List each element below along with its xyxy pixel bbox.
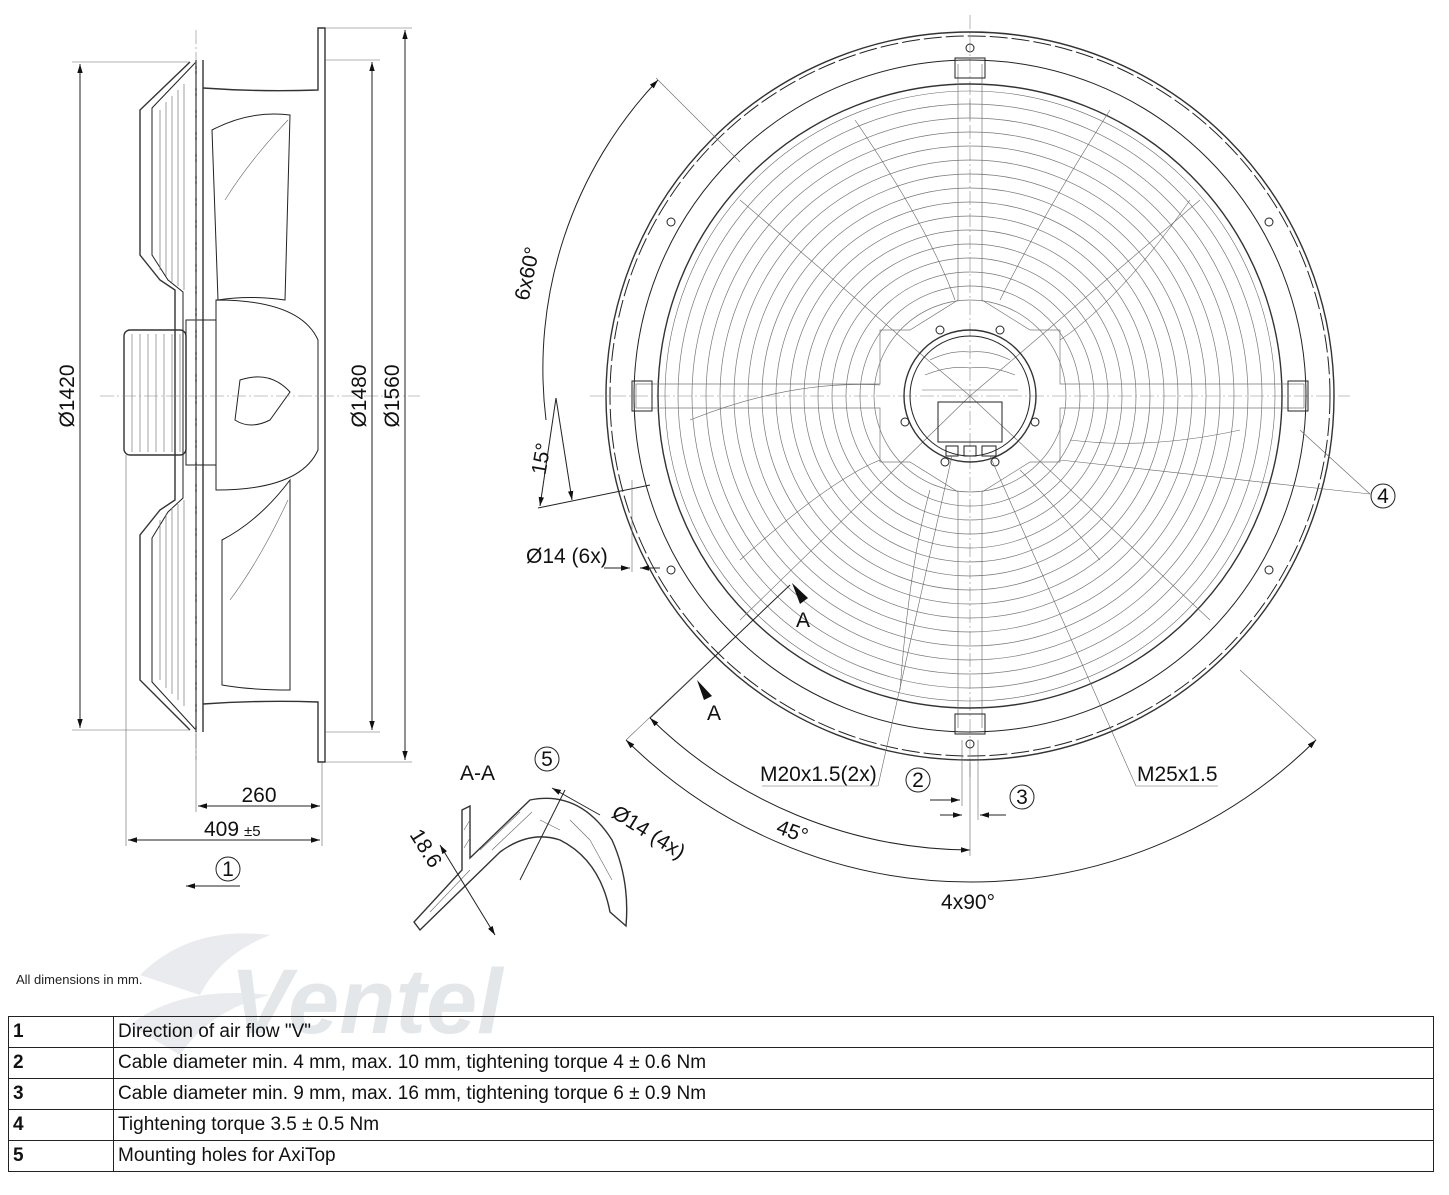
legend-row: 1 Direction of air flow "V" xyxy=(8,1016,1434,1048)
motor-hub xyxy=(903,329,1037,463)
legend-text: Cable diameter min. 9 mm, max. 16 mm, ti… xyxy=(113,1078,1434,1110)
legend-number: 1 xyxy=(8,1016,114,1048)
side-view: Ø1420 Ø1480 Ø1560 260 409 ±5 1 xyxy=(56,27,420,889)
dim-d1420: Ø1420 xyxy=(56,364,79,427)
legend-text: Cable diameter min. 4 mm, max. 10 mm, ti… xyxy=(113,1047,1434,1079)
callout-3-circle xyxy=(1009,784,1035,810)
legend-row: 4 Tightening torque 3.5 ± 0.5 Nm xyxy=(8,1109,1434,1141)
angle-6x60: 6x60° xyxy=(511,245,545,303)
technical-drawing: Ø1420 Ø1480 Ø1560 260 409 ±5 1 xyxy=(56,15,1396,936)
angle-15: 15° xyxy=(528,441,556,476)
gland-m20-right xyxy=(963,445,977,457)
hole-d14-4x: Ø14 (4x) xyxy=(608,801,689,864)
fan-blades xyxy=(689,109,1241,691)
terminal-box xyxy=(937,401,1003,443)
strut-bracket-top xyxy=(954,57,986,79)
callout-4: 4 xyxy=(1377,485,1389,508)
mounting-hole xyxy=(666,565,676,575)
hub-bolt xyxy=(1030,417,1040,427)
section-hatch xyxy=(429,811,613,913)
dim-d1560: Ø1560 xyxy=(381,364,404,427)
angle-4x90: 4x90° xyxy=(941,891,995,914)
hub-bolt xyxy=(935,325,945,335)
gland-m25 xyxy=(981,445,997,457)
legend-text: Direction of air flow "V" xyxy=(113,1016,1434,1048)
legend-row: 5 Mounting holes for AxiTop xyxy=(8,1140,1434,1172)
hub-wiring xyxy=(922,351,1018,391)
callout-2: 2 xyxy=(912,769,924,792)
legend-row: 2 Cable diameter min. 4 mm, max. 10 mm, … xyxy=(8,1047,1434,1079)
callout-1: 1 xyxy=(222,858,234,881)
callout-5-circle xyxy=(534,746,560,772)
section-mark-a-upper: A xyxy=(796,609,810,632)
front-view: 6x60° 15° Ø14 (6x) A A 45° 4x90° M20x1.5… xyxy=(511,15,1396,914)
motor-fins xyxy=(131,334,181,452)
hub-bolt xyxy=(900,417,910,427)
dim-d1480: Ø1480 xyxy=(348,364,371,427)
section-view: A-A 18.6 Ø14 (4x) 5 xyxy=(405,746,689,936)
mounting-hole xyxy=(1264,565,1274,575)
mounting-hole xyxy=(666,217,676,227)
side-grill-lines xyxy=(159,84,185,706)
mounting-hole xyxy=(965,43,975,53)
legend-row: 3 Cable diameter min. 9 mm, max. 16 mm, … xyxy=(8,1078,1434,1110)
callout-5: 5 xyxy=(541,748,553,771)
callout-1-circle xyxy=(215,856,241,882)
legend-text: Tightening torque 3.5 ± 0.5 Nm xyxy=(113,1109,1434,1141)
gland-m20-label: M20x1.5(2x) xyxy=(760,763,877,786)
dimensions-note: All dimensions in mm. xyxy=(16,972,143,987)
callout-3: 3 xyxy=(1016,786,1028,809)
hole-d14-6x: Ø14 (6x) xyxy=(526,545,608,568)
legend-number: 2 xyxy=(8,1047,114,1079)
legend-number: 5 xyxy=(8,1140,114,1172)
mounting-hole xyxy=(1264,217,1274,227)
legend-table: 1 Direction of air flow "V" 2 Cable diam… xyxy=(8,1016,1434,1172)
callout-2-circle xyxy=(905,767,931,793)
dim-260: 260 xyxy=(241,784,276,807)
dim-18-6: 18.6 xyxy=(405,825,446,872)
legend-number: 4 xyxy=(8,1109,114,1141)
section-title: A-A xyxy=(460,762,495,785)
grill-struts xyxy=(635,64,1305,728)
hub-bolt xyxy=(990,457,1000,467)
section-mark-a-lower: A xyxy=(707,702,721,725)
hub-bolt xyxy=(940,457,950,467)
hub-bolt xyxy=(995,325,1005,335)
dim-409: 409 xyxy=(204,818,239,841)
legend-text: Mounting holes for AxiTop xyxy=(113,1140,1434,1172)
callout-4-circle xyxy=(1370,483,1396,509)
gland-m25-label: M25x1.5 xyxy=(1137,763,1218,786)
dim-409-tolerance: ±5 xyxy=(244,823,261,840)
legend-number: 3 xyxy=(8,1078,114,1110)
strut-bracket-left xyxy=(631,380,653,412)
strut-bracket-right xyxy=(1287,380,1309,412)
